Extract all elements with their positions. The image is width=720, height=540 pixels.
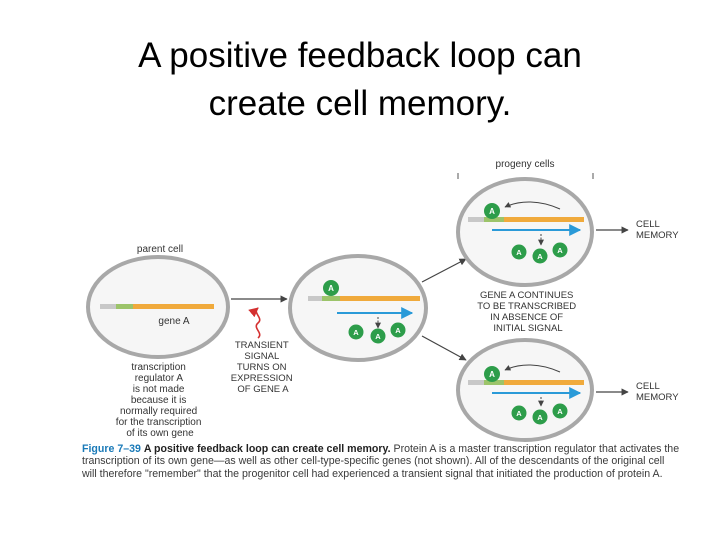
bottom-bound-protein-letter: A xyxy=(489,370,495,379)
middle-bound-protein-letter: A xyxy=(328,284,334,293)
top-feedback-arrow xyxy=(504,201,561,210)
parent-note: transcription regulator A is not made be… xyxy=(116,362,204,439)
memory-top-line-2: MEMORY xyxy=(636,230,679,241)
top-protein-letter-2: A xyxy=(537,252,543,261)
middle-gene-green-segment xyxy=(322,296,340,301)
bottom-bound-protein xyxy=(484,366,500,382)
middle-gene-grey-segment xyxy=(308,296,322,301)
signal-line-3: TURNS ON xyxy=(237,362,287,373)
caption-body: Protein A is a master transcription regu… xyxy=(82,443,680,480)
parent-cell-label: parent cell xyxy=(137,244,183,255)
bottom-protein-1 xyxy=(511,405,527,421)
bottom-gene-orange-segment xyxy=(504,380,584,385)
middle-cell xyxy=(288,254,428,362)
top-protein-group: A A A xyxy=(511,242,568,264)
bottom-gene-green-segment xyxy=(484,380,504,385)
transient-signal-squiggle xyxy=(248,307,261,339)
progeny-cells-label: progeny cells xyxy=(496,159,555,170)
parent-note-line-3: is not made xyxy=(133,384,185,395)
top-protein-2 xyxy=(532,248,548,264)
figure-caption: Figure 7–39 A positive feedback loop can… xyxy=(82,443,682,480)
memory-bottom-line-2: MEMORY xyxy=(636,392,679,403)
middle-protein-group: A A A xyxy=(348,322,406,344)
signal-line-1: TRANSIENT xyxy=(235,340,289,351)
slide-title-line-1: A positive feedback loop can xyxy=(138,36,582,75)
bottom-protein-letter-1: A xyxy=(516,409,522,418)
progeny-cell-bottom xyxy=(456,338,594,442)
signal-line-5: OF GENE A xyxy=(237,384,289,395)
middle-protein-letter-2: A xyxy=(375,332,381,341)
caption-title: A positive feedback loop can create cell… xyxy=(143,443,391,455)
parent-note-line-2: regulator A xyxy=(135,373,184,384)
bottom-protein-2 xyxy=(532,409,548,425)
middle-gene-orange-segment xyxy=(340,296,420,301)
memory-bottom-line-1: CELL xyxy=(636,381,659,392)
slide-title-line-2: create cell memory. xyxy=(208,84,512,123)
signal-line-2: SIGNAL xyxy=(244,351,279,362)
middle-protein-3 xyxy=(390,322,406,338)
middle-to-bottom-cell-arrow xyxy=(421,335,467,361)
parent-note-line-6: for the transcription xyxy=(116,417,202,428)
middle-to-top-cell-arrow xyxy=(421,258,467,283)
middle-protein-letter-1: A xyxy=(353,328,359,337)
middle-protein-letter-3: A xyxy=(395,326,401,335)
bottom-protein-3 xyxy=(552,403,568,419)
memory-top-line-1: CELL xyxy=(636,219,659,230)
continues-line-4: INITIAL SIGNAL xyxy=(493,323,562,334)
slide-title: A positive feedback loop can create cell… xyxy=(0,32,720,128)
top-protein-letter-3: A xyxy=(557,246,563,255)
parent-gene-grey-segment xyxy=(100,304,116,309)
parent-note-line-1: transcription xyxy=(131,362,185,373)
continues-line-3: IN ABSENCE OF xyxy=(490,312,563,323)
continues-line-2: TO BE TRANSCRIBED xyxy=(477,301,576,312)
bottom-gene-grey-segment xyxy=(468,380,484,385)
top-protein-letter-1: A xyxy=(516,248,522,257)
parent-note-line-4: because it is xyxy=(131,395,187,406)
figure-number: Figure 7–39 xyxy=(82,443,141,455)
cell-memory-label-bottom: CELL MEMORY xyxy=(636,381,679,403)
top-bound-protein xyxy=(484,203,500,219)
bottom-protein-group: A A A xyxy=(511,403,568,425)
middle-protein-2 xyxy=(370,328,386,344)
top-gene-green-segment xyxy=(484,217,504,222)
top-bound-protein-letter: A xyxy=(489,207,495,216)
bottom-protein-letter-3: A xyxy=(557,407,563,416)
parent-gene-orange-segment xyxy=(133,304,214,309)
gene-a-label: gene A xyxy=(158,316,189,327)
middle-protein-1 xyxy=(348,324,364,340)
bottom-feedback-arrow xyxy=(504,364,561,373)
continues-line-1: GENE A CONTINUES xyxy=(480,290,573,301)
middle-bound-protein xyxy=(323,280,339,296)
signal-line-4: EXPRESSION xyxy=(231,373,293,384)
parent-note-line-5: normally required xyxy=(120,406,197,417)
transient-signal-label: TRANSIENT SIGNAL TURNS ON EXPRESSION OF … xyxy=(231,340,295,395)
top-protein-3 xyxy=(552,242,568,258)
parent-gene-green-segment xyxy=(116,304,133,309)
cell-memory-label-top: CELL MEMORY xyxy=(636,219,679,241)
top-protein-1 xyxy=(511,244,527,260)
top-gene-orange-segment xyxy=(504,217,584,222)
bottom-protein-letter-2: A xyxy=(537,413,543,422)
progeny-cell-top xyxy=(456,177,594,287)
gene-continues-label: GENE A CONTINUES TO BE TRANSCRIBED IN AB… xyxy=(477,290,579,334)
top-gene-grey-segment xyxy=(468,217,484,222)
parent-note-line-7: of its own gene xyxy=(126,428,194,439)
